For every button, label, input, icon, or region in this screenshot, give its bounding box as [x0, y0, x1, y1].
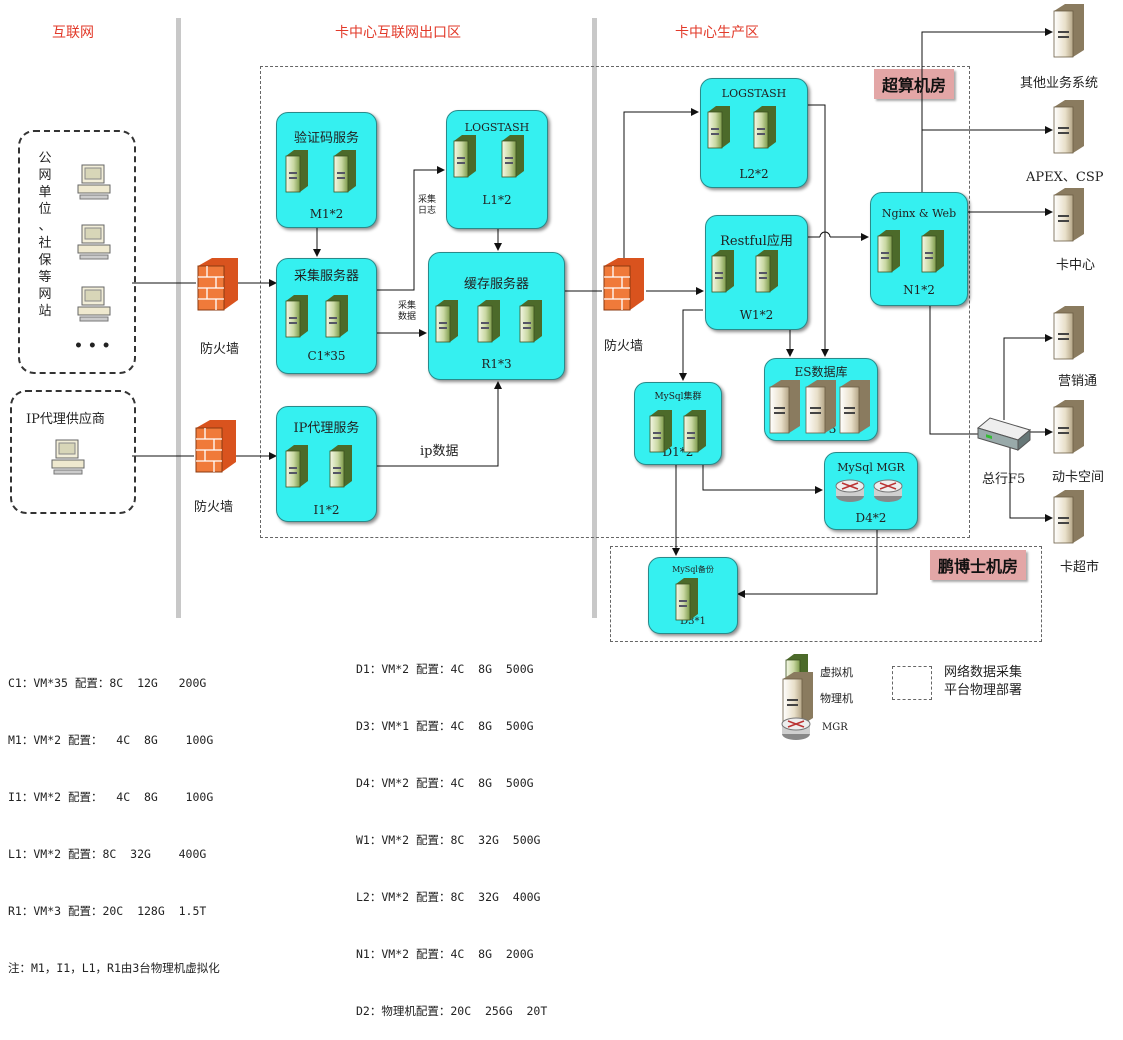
spec-line: L1：VM*2 配置：8C 32G 400G — [8, 845, 220, 864]
spec-line: W1：VM*2 配置：8C 32G 500G — [356, 831, 547, 850]
physical-server-icon — [1054, 100, 1084, 153]
edge-label-collect-data: 采集 数据 — [398, 301, 416, 323]
physical-server-icon — [770, 380, 800, 433]
spec-line: R1：VM*3 配置：20C 128G 1.5T — [8, 902, 220, 921]
spec-line: D3：VM*1 配置：4C 8G 500G — [356, 717, 547, 736]
firewall-label-3: 防火墙 — [604, 335, 643, 354]
vm-icon — [454, 135, 476, 177]
spec-line: M1：VM*2 配置： 4C 8G 100G — [8, 731, 220, 750]
vm-icon — [478, 300, 500, 342]
mgr-router-icon — [874, 480, 902, 502]
legend-deployment-label: 网络数据采集 平台物理部署 — [944, 664, 1022, 700]
firewall-label-1: 防火墙 — [200, 338, 239, 357]
vm-icon — [754, 106, 776, 148]
legend-mgr-icon — [782, 718, 810, 740]
vm-icon — [286, 295, 308, 337]
spec-line: D2：物理机配置：20C 256G 20T — [356, 1002, 547, 1021]
external-apex-csp: APEX、CSP — [1026, 166, 1103, 185]
spec-line: I1：VM*2 配置： 4C 8G 100G — [8, 788, 220, 807]
physical-server-icon — [1054, 4, 1084, 57]
vm-icon — [520, 300, 542, 342]
legend-vm-label: 虚拟机 — [820, 664, 853, 680]
specs-right: D1：VM*2 配置：4C 8G 500G D3：VM*1 配置：4C 8G 5… — [356, 622, 547, 1040]
spec-line: D4：VM*2 配置：4C 8G 500G — [356, 774, 547, 793]
vm-icon — [334, 150, 356, 192]
legend-physical-icon — [783, 672, 813, 725]
vm-icon — [436, 300, 458, 342]
physical-server-icon — [840, 380, 870, 433]
legend-mgr-label: MGR — [822, 722, 848, 733]
legend-dashed-box — [892, 666, 932, 700]
vm-icon — [676, 578, 698, 620]
spec-line: N1：VM*2 配置：4C 8G 200G — [356, 945, 547, 964]
vm-icon — [502, 135, 524, 177]
spec-line: C1：VM*35 配置：8C 12G 200G — [8, 674, 220, 693]
external-yingxiaotong: 营销通 — [1058, 370, 1097, 389]
physical-server-icon — [806, 380, 836, 433]
external-kachaoshi: 卡超市 — [1060, 556, 1099, 575]
spec-line: D1：VM*2 配置：4C 8G 500G — [356, 660, 547, 679]
vm-icon — [330, 445, 352, 487]
vm-icon — [708, 106, 730, 148]
external-other-systems: 其他业务系统 — [1020, 72, 1098, 91]
legend-physical-label: 物理机 — [820, 690, 853, 706]
vm-icon — [712, 250, 734, 292]
vm-icon — [922, 230, 944, 272]
vm-icon — [286, 150, 308, 192]
vm-icon — [878, 230, 900, 272]
physical-server-icon — [1054, 490, 1084, 543]
physical-server-icon — [1054, 306, 1084, 359]
spec-note: 注：M1，I1，L1，R1由3台物理机虚拟化 — [8, 959, 220, 978]
vm-icon — [286, 445, 308, 487]
spec-line: L2：VM*2 配置：8C 32G 400G — [356, 888, 547, 907]
f5-device-icon — [978, 418, 1030, 450]
firewall-label-2: 防火墙 — [194, 496, 233, 515]
mgr-router-icon — [836, 480, 864, 502]
f5-label: 总行F5 — [982, 468, 1025, 487]
vm-icon — [650, 410, 672, 452]
physical-server-icon — [1054, 188, 1084, 241]
external-dongka-space: 动卡空间 — [1052, 466, 1104, 485]
external-card-center: 卡中心 — [1056, 254, 1095, 273]
edge-label-collect-log: 采集 日志 — [418, 195, 436, 217]
vm-icon — [684, 410, 706, 452]
vm-icon — [326, 295, 348, 337]
physical-server-icon — [1054, 400, 1084, 453]
vm-icon — [756, 250, 778, 292]
specs-left: C1：VM*35 配置：8C 12G 200G M1：VM*2 配置： 4C 8… — [8, 636, 220, 997]
edge-label-ip-data: ip数据 — [420, 440, 458, 459]
